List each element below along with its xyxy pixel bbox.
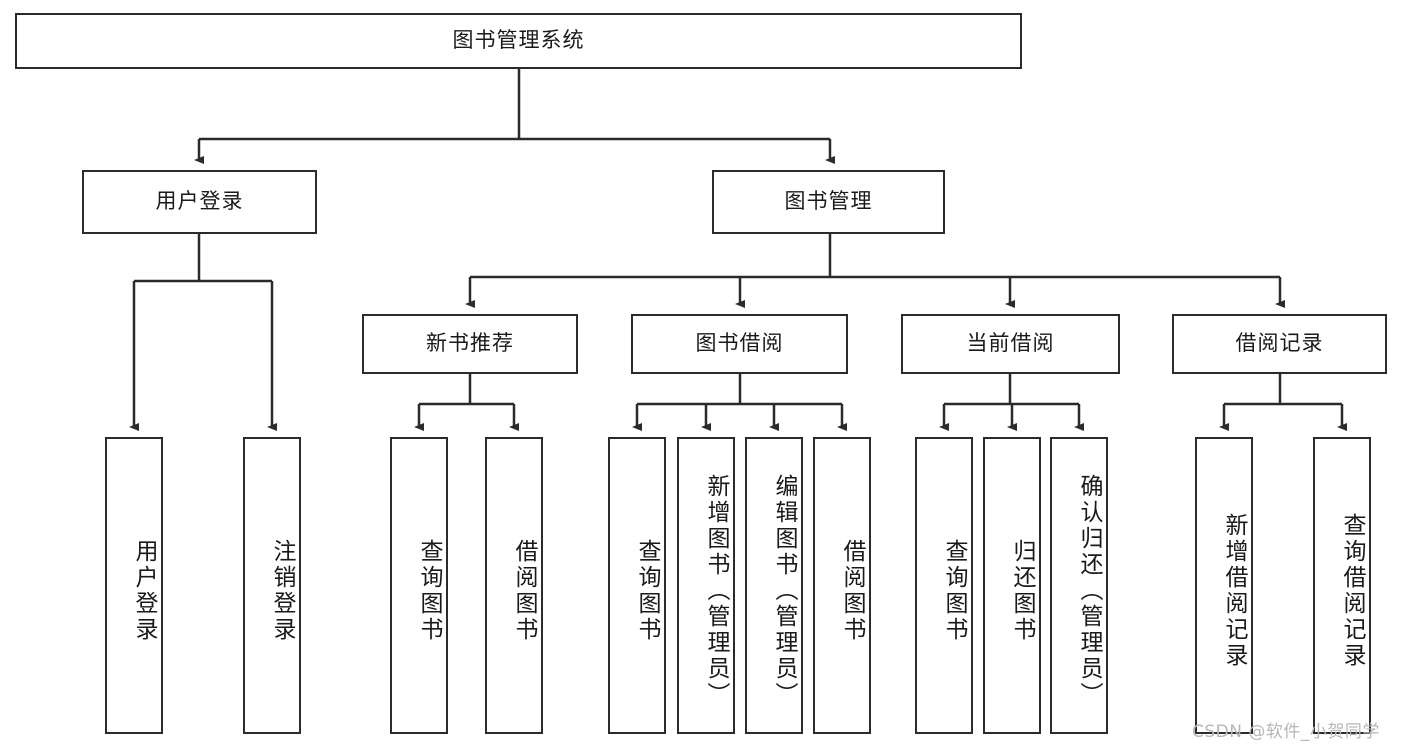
node-new-book-recommend-label: 新书推荐 [426, 331, 514, 356]
node-borrow-record-label: 借阅记录 [1235, 331, 1324, 356]
node-root-label: 图书管理系统 [452, 28, 585, 53]
node-user-login-label: 用户登录 [155, 189, 244, 214]
node-root[interactable]: 图书管理系统 [15, 13, 1022, 69]
node-book-management-label: 图书管理 [784, 189, 873, 214]
node-book-borrow-label: 图书借阅 [695, 331, 784, 356]
leaf-edit-book-label: 编辑图书（管理员） [771, 473, 797, 708]
leaf-return-book-label: 归还图书 [1009, 538, 1035, 643]
leaf-query-record[interactable]: 查询借阅记录 [1313, 437, 1371, 734]
csdn-watermark: CSDN @软件_小贺同学 [1192, 722, 1380, 742]
node-user-login[interactable]: 用户登录 [82, 170, 317, 234]
leaf-user-login[interactable]: 用户登录 [105, 437, 163, 734]
leaf-query-book-3[interactable]: 查询图书 [915, 437, 973, 734]
node-new-book-recommend[interactable]: 新书推荐 [362, 314, 578, 374]
leaf-add-book[interactable]: 新增图书（管理员） [677, 437, 735, 734]
leaf-query-book-1-label: 查询图书 [416, 538, 442, 643]
leaf-return-book[interactable]: 归还图书 [983, 437, 1041, 734]
leaf-add-record-label: 新增借阅记录 [1221, 512, 1247, 669]
leaf-user-login-label: 用户登录 [131, 538, 157, 643]
leaf-query-book-2[interactable]: 查询图书 [608, 437, 666, 734]
leaf-query-record-label: 查询借阅记录 [1339, 512, 1365, 669]
leaf-add-record[interactable]: 新增借阅记录 [1195, 437, 1253, 734]
leaf-query-book-1[interactable]: 查询图书 [390, 437, 448, 734]
node-borrow-record[interactable]: 借阅记录 [1172, 314, 1387, 374]
leaf-borrow-book-2-label: 借阅图书 [839, 538, 865, 643]
leaf-borrow-book-2[interactable]: 借阅图书 [813, 437, 871, 734]
node-book-management[interactable]: 图书管理 [712, 170, 945, 234]
leaf-add-book-label: 新增图书（管理员） [703, 473, 729, 708]
leaf-query-book-3-label: 查询图书 [941, 538, 967, 643]
leaf-confirm-return-label: 确认归还（管理员） [1076, 473, 1102, 708]
leaf-borrow-book-1-label: 借阅图书 [511, 538, 537, 643]
leaf-edit-book[interactable]: 编辑图书（管理员） [745, 437, 803, 734]
leaf-borrow-book-1[interactable]: 借阅图书 [485, 437, 543, 734]
node-current-borrow[interactable]: 当前借阅 [901, 314, 1120, 374]
leaf-logout-label: 注销登录 [269, 538, 295, 643]
leaf-logout[interactable]: 注销登录 [243, 437, 301, 734]
node-current-borrow-label: 当前借阅 [966, 331, 1055, 356]
leaf-query-book-2-label: 查询图书 [634, 538, 660, 643]
leaf-confirm-return[interactable]: 确认归还（管理员） [1050, 437, 1108, 734]
node-book-borrow[interactable]: 图书借阅 [631, 314, 848, 374]
